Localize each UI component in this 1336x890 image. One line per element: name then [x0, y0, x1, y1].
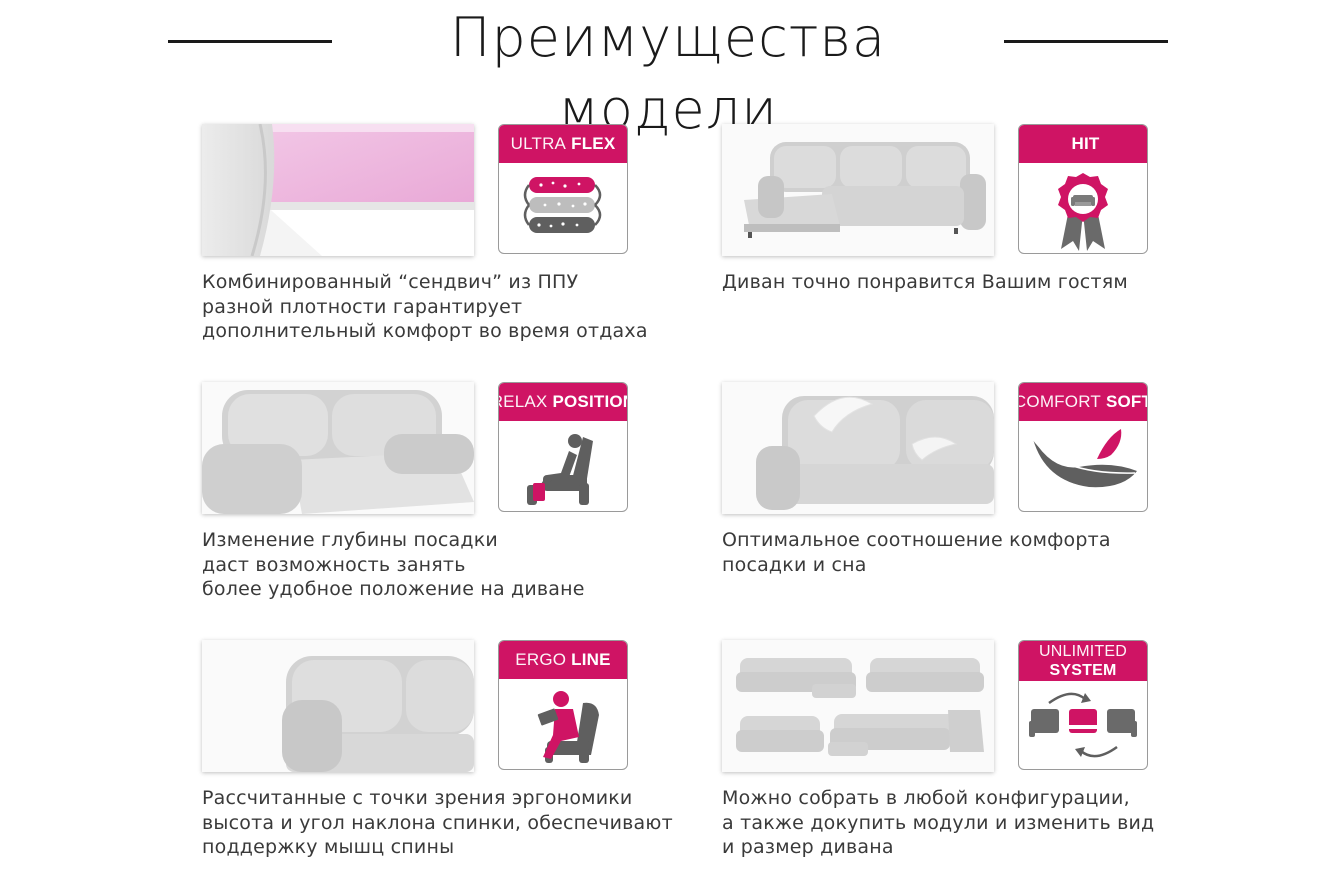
feature-comfort-soft: COMFORT SOFT Оптимальное соотношение ком…: [722, 382, 1242, 622]
feature-ergo-line: ERGO LINE Рассчитанные с точки зрения эр…: [202, 640, 722, 880]
badge-label-bold: HIT: [1071, 134, 1100, 153]
badge-label-bold: POSITION: [552, 392, 628, 411]
badge-label-light: ULTRA: [510, 134, 567, 153]
unlimited-system-badge: UNLIMITED SYSTEM: [1018, 640, 1148, 770]
relax-position-badge: RELAX POSITION: [498, 382, 628, 512]
ergo-line-badge: ERGO LINE: [498, 640, 628, 770]
feature-ultra-flex: ULTRA FLEX Комбинированный “сендвич” из …: [202, 124, 722, 364]
feature-description: Диван точно понравится Вашим гостям: [722, 271, 1128, 293]
badge-label-bold: SOFT: [1105, 392, 1148, 411]
sofa-feathers-photo: [722, 382, 994, 514]
feather-icon: [1032, 429, 1137, 488]
modules-icon: [1029, 692, 1137, 758]
hit-badge: HIT: [1018, 124, 1148, 254]
comfort-soft-badge: COMFORT SOFT: [1018, 382, 1148, 512]
badge-label-light: COMFORT: [1018, 392, 1101, 411]
page-header: Преимущества модели: [0, 0, 1336, 141]
badge-label-bold: LINE: [571, 650, 611, 669]
recliner-person-icon: [527, 434, 593, 505]
layers-icon: [523, 177, 602, 233]
badge-label-light: UNLIMITED: [1038, 643, 1128, 660]
badge-label-bold: SYSTEM: [1049, 662, 1117, 679]
badge-label-bold: FLEX: [571, 134, 616, 153]
sofa-configurations-photo: [722, 640, 994, 772]
ultra-flex-badge: ULTRA FLEX: [498, 124, 628, 254]
feature-description: Рассчитанные с точки зрения эргономики в…: [202, 787, 673, 858]
sofa-backrest-photo: [202, 640, 474, 772]
feature-relax-position: RELAX POSITION Изменение глубины посадки…: [202, 382, 722, 622]
feature-description: Комбинированный “сендвич” из ППУ разной …: [202, 271, 648, 342]
feature-description: Изменение глубины посадки даст возможнос…: [202, 529, 585, 600]
award-ribbon-icon: [1058, 173, 1108, 251]
badge-label-light: RELAX: [499, 392, 548, 411]
sofa-seat-depth-photo: [202, 382, 474, 514]
feature-description: Оптимальное соотношение комфорта посадки…: [722, 529, 1111, 576]
title-rule-left: [168, 40, 332, 43]
title-rule-right: [1004, 40, 1168, 43]
feature-hit: HIT Диван точно понравится Вашим гостям: [722, 124, 1242, 364]
feature-unlimited-system: UNLIMITED SYSTEM Можно собрать в любой к…: [722, 640, 1242, 880]
corner-sofa-photo: [722, 124, 994, 256]
foam-layers-photo: [202, 124, 474, 256]
feature-description: Можно собрать в любой конфигурации, а та…: [722, 787, 1155, 858]
ergonomic-chair-icon: [537, 691, 599, 763]
badge-label-light: ERGO: [515, 650, 567, 669]
page-title: Преимущества модели: [449, 6, 887, 141]
